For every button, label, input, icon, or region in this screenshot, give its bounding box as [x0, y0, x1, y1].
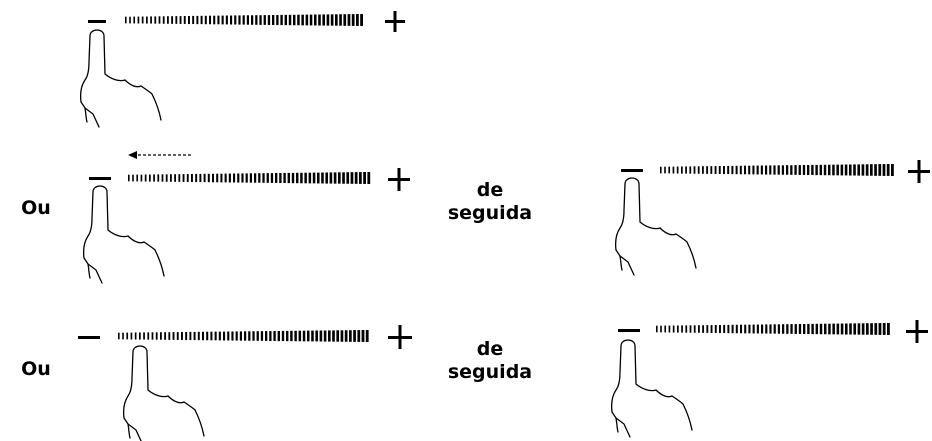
slider-row-2-right	[614, 160, 930, 276]
swipe-left-arrow-icon	[128, 151, 191, 159]
minus-icon	[621, 169, 643, 172]
level-bar-5	[656, 323, 890, 335]
minus-icon	[88, 20, 106, 23]
slider-row-3-left	[78, 325, 412, 441]
then-label-1-line2: seguida	[447, 202, 533, 224]
then-label-2: de seguida	[440, 338, 540, 384]
slider-row-2-left	[82, 151, 410, 284]
plus-icon	[906, 320, 928, 343]
finger-icon	[610, 339, 693, 438]
plus-icon	[385, 11, 405, 32]
slider-row-3-right	[610, 320, 928, 438]
slider-row-1	[79, 11, 405, 128]
then-label-2-line1: de	[476, 338, 504, 360]
finger-icon	[614, 177, 697, 276]
level-bar-4	[118, 330, 369, 342]
or-label-1: Ou	[21, 197, 51, 219]
then-label-1-line1: de	[476, 179, 504, 201]
minus-icon	[78, 336, 100, 339]
finger-icon	[79, 29, 162, 128]
plus-icon	[908, 160, 930, 183]
level-bar-3	[660, 164, 894, 176]
or-label-2: Ou	[21, 358, 51, 380]
level-bar-1	[125, 14, 363, 26]
then-label-2-line2: seguida	[447, 361, 533, 383]
finger-icon	[82, 185, 165, 284]
plus-icon	[388, 325, 412, 349]
plus-icon	[388, 168, 410, 191]
level-bar-2	[128, 172, 371, 184]
minus-icon	[618, 329, 640, 332]
finger-icon	[122, 345, 205, 441]
then-label-1: de seguida	[440, 179, 540, 225]
minus-icon	[89, 177, 111, 180]
